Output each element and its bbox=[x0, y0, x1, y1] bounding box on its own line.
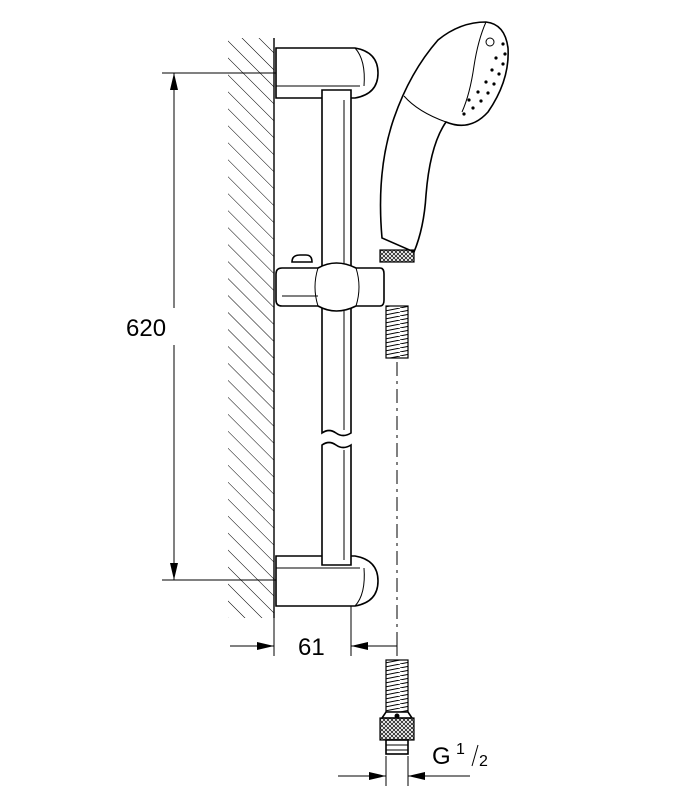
hose-upper bbox=[385, 305, 409, 650]
top-bracket bbox=[275, 47, 379, 99]
depth-label: 61 bbox=[298, 634, 325, 661]
shower-rail bbox=[321, 89, 352, 566]
height-label: 620 bbox=[126, 315, 166, 342]
thread-prefix: G bbox=[432, 743, 451, 770]
dimension-height: 620 bbox=[126, 72, 276, 581]
thread-denominator: 2 bbox=[479, 753, 488, 770]
wall-hatching bbox=[228, 38, 274, 618]
sliding-holder bbox=[275, 254, 385, 312]
dimension-depth: 61 bbox=[230, 606, 398, 661]
hose-connector bbox=[379, 659, 415, 755]
bottom-bracket bbox=[275, 555, 379, 607]
spray-face-marker bbox=[485, 37, 495, 47]
wall bbox=[228, 38, 275, 618]
spray-nozzles bbox=[462, 42, 507, 116]
hand-shower bbox=[379, 21, 509, 263]
thread-numerator: 1 bbox=[456, 741, 465, 758]
shower-knurled-nut bbox=[379, 249, 415, 263]
dimension-thread: G 1 2 bbox=[338, 741, 488, 786]
